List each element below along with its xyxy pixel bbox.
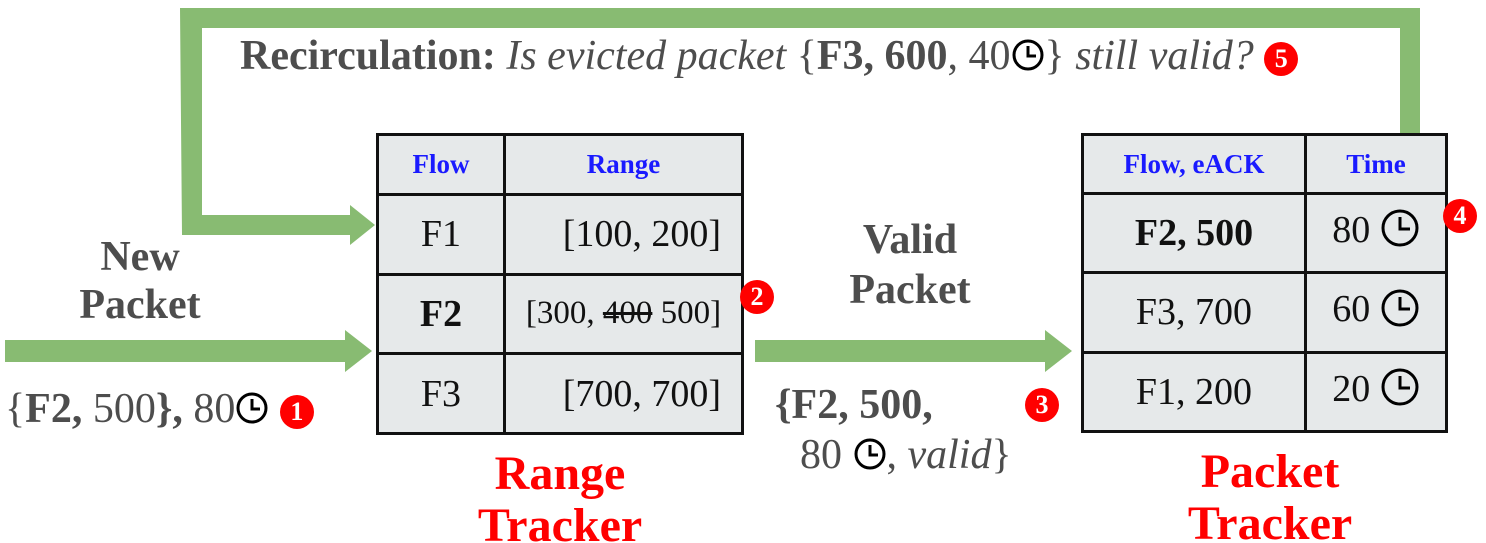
range-struck: 400 xyxy=(602,295,653,332)
table-row: F1[100, 200] xyxy=(376,193,744,276)
clock-icon xyxy=(1011,35,1045,83)
label-line: New xyxy=(100,234,180,280)
title-line: Tracker xyxy=(1187,497,1353,543)
header-flow: Flow xyxy=(376,133,506,196)
time-cell: 60 xyxy=(1304,271,1448,354)
valid-packet-arrow xyxy=(755,330,1072,372)
brace: }, xyxy=(155,386,183,432)
time: 80 xyxy=(182,386,236,432)
step-badge-5: 5 xyxy=(1264,42,1299,77)
clock-icon xyxy=(1380,288,1420,338)
clock-icon xyxy=(1380,367,1420,417)
flow-cell: F1 xyxy=(376,193,506,276)
clock-icon xyxy=(235,388,269,436)
step-badge-1: 1 xyxy=(279,395,314,430)
recirculation-label: Recirculation: xyxy=(240,33,496,79)
brace: } xyxy=(1044,33,1065,79)
new-packet-label: New Packet xyxy=(70,233,210,329)
step-badge-4: 4 xyxy=(1443,199,1477,233)
valid-flag: valid xyxy=(907,432,992,478)
label-line: Packet xyxy=(849,267,971,313)
time-cell: 80 xyxy=(1304,191,1448,275)
title-line: Packet xyxy=(1200,445,1340,498)
label-line: Packet xyxy=(79,282,201,328)
valid-packet-label: Valid Packet xyxy=(830,215,990,315)
clock-icon xyxy=(1380,208,1420,258)
header-range: Range xyxy=(503,133,744,196)
recirculation-arrow xyxy=(180,8,1420,245)
evicted-flow: F3, 600 xyxy=(816,33,948,79)
title-line: Tracker xyxy=(477,499,643,543)
packet-tracker-title: Packet Tracker xyxy=(1150,446,1390,543)
label-line: Valid xyxy=(862,217,958,263)
range-prefix: [300, xyxy=(525,295,603,332)
clock-icon xyxy=(853,433,887,483)
header-time: Time xyxy=(1304,133,1448,195)
question-prefix: Is evicted packet xyxy=(506,33,787,79)
flow: F2, xyxy=(25,386,83,432)
flow-cell: F2 xyxy=(376,272,506,356)
time: 80 xyxy=(800,432,842,478)
header-flow-eack: Flow, eACK xyxy=(1081,133,1307,195)
tuple-line: {F2, 500, xyxy=(775,382,933,428)
table-row: F2, 500 80 xyxy=(1081,191,1448,275)
step-badge-2: 2 xyxy=(740,280,774,314)
new-packet-arrow xyxy=(5,330,372,372)
brace: { xyxy=(5,386,26,432)
recirculation-text: Recirculation: Is evicted packet {F3, 60… xyxy=(240,32,1299,83)
brace: { xyxy=(796,33,817,79)
table-row: F3[700, 700] xyxy=(376,352,744,435)
time-value: 60 xyxy=(1332,288,1371,331)
flow-cell: F3 xyxy=(376,352,506,435)
valid-packet-tuple: {F2, 500, 80 , valid} xyxy=(775,380,1012,483)
time-value: 20 xyxy=(1332,367,1371,410)
table-row: F2[300, 400 500] xyxy=(376,272,744,356)
sep: , xyxy=(947,33,969,79)
question-suffix: still valid? xyxy=(1075,33,1254,79)
range-cell: [100, 200] xyxy=(503,193,744,276)
flow-cell: F1, 200 xyxy=(1081,350,1307,434)
table-row: F1, 200 20 xyxy=(1081,350,1448,434)
evicted-time: 40 xyxy=(968,33,1011,79)
table-row: F3, 700 60 xyxy=(1081,271,1448,354)
time-value: 80 xyxy=(1332,209,1371,252)
title-line: Range xyxy=(494,447,626,500)
range-suffix: 500] xyxy=(652,295,722,332)
range-cell: [700, 700] xyxy=(503,352,744,435)
seq: 500 xyxy=(82,386,156,432)
flow-cell: F3, 700 xyxy=(1081,271,1307,354)
range-cell: [300, 400 500] xyxy=(503,272,744,356)
time-cell: 20 xyxy=(1304,350,1448,434)
brace: } xyxy=(991,432,1012,478)
step-badge-3: 3 xyxy=(1025,388,1059,422)
flow-cell: F2, 500 xyxy=(1081,191,1307,275)
new-packet-tuple: {F2, 500}, 80 1 xyxy=(5,385,314,436)
range-tracker-title: Range Tracker xyxy=(440,448,680,543)
